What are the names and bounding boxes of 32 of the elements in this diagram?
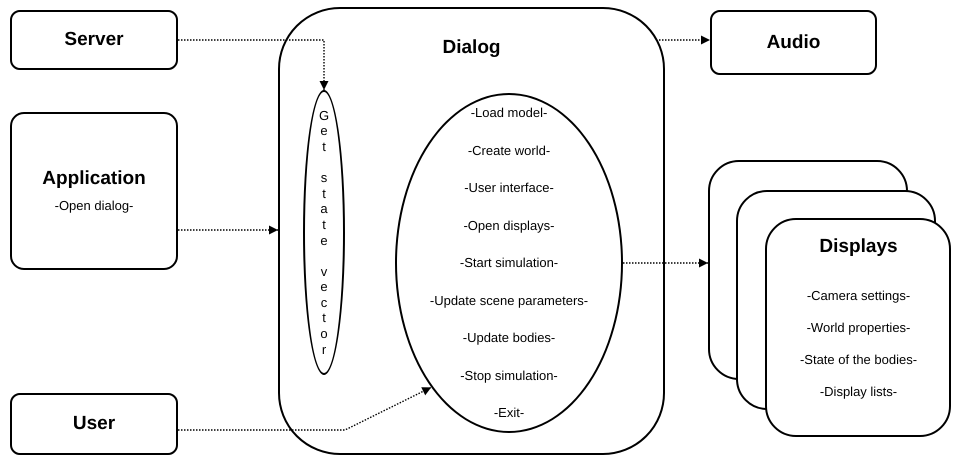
dotted-arrow [659, 36, 710, 44]
list-item: -Exit- [494, 405, 524, 421]
box-title: Audio [766, 32, 820, 54]
container-box [278, 7, 665, 455]
box-title: Server [64, 29, 124, 51]
process-box [710, 10, 877, 75]
list-item: -Display lists- [820, 384, 898, 400]
box-title: Dialog [442, 37, 501, 59]
vertical-label: Get state vector [318, 108, 330, 358]
list-item: -Open dialog- [54, 198, 134, 214]
list-item: -Create world- [468, 142, 550, 158]
list-item: -User interface- [464, 180, 554, 196]
list-item: -Update scene parameters- [430, 292, 588, 308]
dotted-arrow [178, 39, 328, 90]
list-item: -World properties- [806, 320, 910, 336]
list-item: -State of the bodies- [800, 352, 918, 368]
list-item: -Load model- [470, 105, 548, 121]
dotted-arrow [623, 258, 708, 268]
process-box [10, 393, 178, 455]
list-item: -Stop simulation- [460, 368, 558, 384]
dotted-arrow [178, 386, 432, 431]
process-box [10, 112, 178, 270]
card-stack [708, 160, 952, 438]
box-title: User [72, 413, 116, 435]
box-title: Displays [819, 236, 898, 258]
list-item: -Start simulation- [460, 255, 558, 271]
box-title: Application [42, 168, 146, 190]
process-box [10, 10, 178, 70]
list-item: -Update bodies- [462, 330, 556, 346]
list-item: -Open displays- [463, 218, 555, 234]
dotted-arrow [178, 226, 278, 234]
list-item: -Camera settings- [806, 288, 910, 304]
